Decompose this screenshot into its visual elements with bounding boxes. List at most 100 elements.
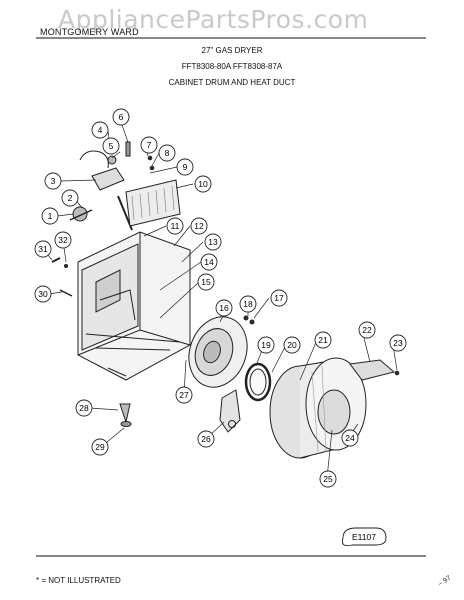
callout-6: 6: [112, 108, 130, 126]
callout-5: 5: [102, 137, 120, 155]
callout-circle: [257, 336, 275, 354]
callout-number: 25: [323, 474, 333, 484]
callout-circle: [140, 136, 158, 154]
callout-15: 15: [197, 273, 215, 291]
callout-circle: [91, 438, 109, 456]
callout-circle: [176, 158, 194, 176]
footnote: * = NOT ILLUSTRATED: [36, 576, 121, 585]
callout-circle: [314, 331, 332, 349]
callout-16: 16: [215, 299, 233, 317]
callout-circle: [166, 217, 184, 235]
callout-circle: [270, 289, 288, 307]
callout-19: 19: [257, 336, 275, 354]
brand-label: MONTGOMERY WARD: [40, 27, 139, 37]
callout-circle: [175, 386, 193, 404]
callout-number: 15: [201, 277, 211, 287]
callout-circle: [91, 121, 109, 139]
callout-number: 17: [274, 293, 284, 303]
callout-number: 21: [318, 335, 328, 345]
callout-number: 18: [243, 299, 253, 309]
callout-13: 13: [204, 233, 222, 251]
callout-circle: [215, 299, 233, 317]
callout-4: 4: [91, 121, 109, 139]
callout-25: 25: [319, 470, 337, 488]
callout-circle: [197, 430, 215, 448]
callout-number: 3: [51, 176, 56, 186]
callout-number: 23: [393, 338, 403, 348]
callout-9: 9: [176, 158, 194, 176]
callout-number: 28: [79, 403, 89, 413]
callout-17: 17: [270, 289, 288, 307]
base-hardware-part: [51, 257, 132, 427]
callout-27: 27: [175, 386, 193, 404]
callout-29: 29: [91, 438, 109, 456]
callout-24: 24: [341, 429, 359, 447]
callout-circle: [389, 334, 407, 352]
callout-20: 20: [283, 336, 301, 354]
callout-12: 12: [190, 217, 208, 235]
callout-7: 7: [140, 136, 158, 154]
callout-18: 18: [239, 295, 257, 313]
callout-26: 26: [197, 430, 215, 448]
callout-28: 28: [75, 399, 93, 417]
callout-circle: [112, 108, 130, 126]
callout-circle: [200, 253, 218, 271]
callout-circle: [197, 273, 215, 291]
callout-number: 27: [179, 390, 189, 400]
section-title: CABINET DRUM AND HEAT DUCT: [168, 78, 296, 87]
callout-8: 8: [158, 144, 176, 162]
callout-number: 32: [58, 235, 68, 245]
callout-11: 11: [166, 217, 184, 235]
callout-circle: [158, 144, 176, 162]
callout-circle: [319, 470, 337, 488]
callout-number: 10: [198, 179, 208, 189]
callout-circle: [44, 172, 62, 190]
callout-circle: [341, 429, 359, 447]
callout-32: 32: [54, 231, 72, 249]
callout-30: 30: [34, 285, 52, 303]
callout-number: 1: [48, 211, 53, 221]
callout-circle: [358, 321, 376, 339]
callout-31: 31: [34, 240, 52, 258]
callout-number: 4: [98, 125, 103, 135]
callout-number: 30: [38, 289, 48, 299]
callout-number: 8: [165, 148, 170, 158]
product-title: 27" GAS DRYER: [201, 46, 263, 55]
diagram-code-badge: [341, 527, 387, 547]
callout-10: 10: [194, 175, 212, 193]
callout-number: 14: [204, 257, 214, 267]
callout-number: 31: [38, 244, 48, 254]
callout-number: 22: [362, 325, 372, 335]
callout-number: 26: [201, 434, 211, 444]
callout-circle: [239, 295, 257, 313]
callout-circle: [75, 399, 93, 417]
callout-circle: [54, 231, 72, 249]
callout-circle: [34, 285, 52, 303]
callout-number: 2: [68, 193, 73, 203]
callout-22: 22: [358, 321, 376, 339]
callout-14: 14: [200, 253, 218, 271]
callout-3: 3: [44, 172, 62, 190]
callout-number: 13: [208, 237, 218, 247]
bulkhead-part: [188, 315, 272, 433]
diagram-code: E1107: [352, 532, 376, 542]
callout-number: 20: [287, 340, 297, 350]
callout-circle: [283, 336, 301, 354]
callout-circle: [61, 189, 79, 207]
callout-number: 7: [147, 140, 152, 150]
watermark-text: AppliancePartsPros.com: [58, 5, 369, 34]
callout-circle: [204, 233, 222, 251]
callout-number: 6: [119, 112, 124, 122]
callout-number: 5: [109, 141, 114, 151]
callout-number: 19: [261, 340, 271, 350]
callout-circle: [190, 217, 208, 235]
callout-circle: [34, 240, 52, 258]
model-numbers: FFT8308-80A FFT8308-87A: [181, 62, 283, 71]
callout-circle: [41, 207, 59, 225]
callout-21: 21: [314, 331, 332, 349]
upper-controls-part: [69, 141, 181, 227]
callout-1: 1: [41, 207, 59, 225]
